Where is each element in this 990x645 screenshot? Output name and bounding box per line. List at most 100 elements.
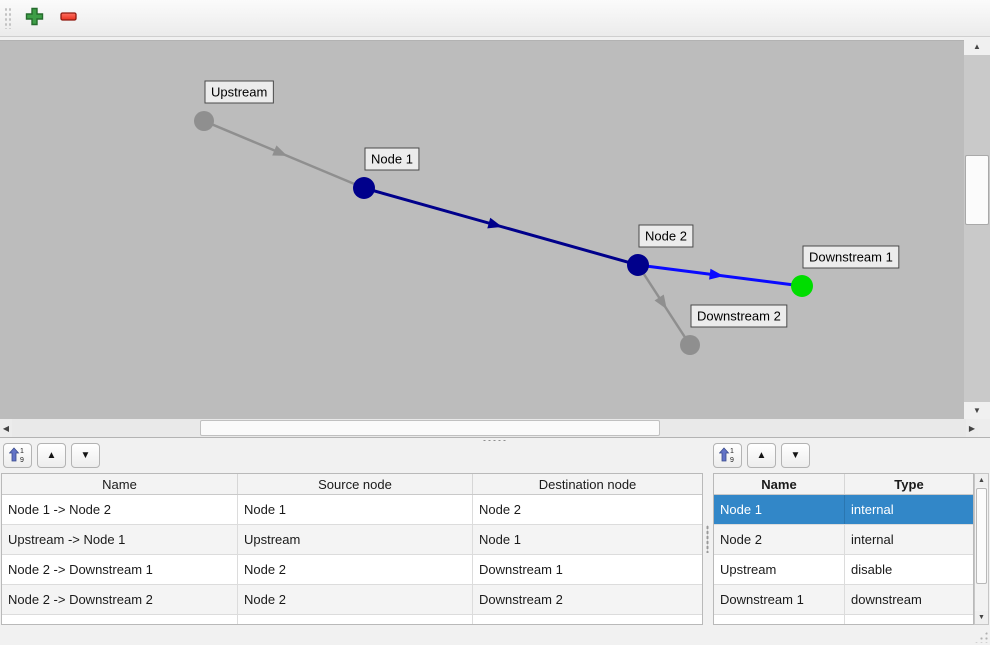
nodes-table-scrollbar[interactable]: ▲ ▼: [974, 473, 989, 625]
node-label-text: Node 1: [371, 152, 413, 167]
svg-text:1: 1: [20, 448, 24, 455]
column-header-name[interactable]: Name: [2, 474, 238, 494]
svg-text:1: 1: [730, 448, 734, 455]
edge-name-cell: Upstream -> Node 1: [2, 525, 238, 554]
column-header-type[interactable]: Type: [894, 476, 924, 492]
nodes-table: Name Type Node 1 internal Node 2 interna…: [713, 473, 974, 625]
node-label-box: [364, 147, 420, 171]
edge-arrow-icon: [272, 145, 288, 156]
graph-node-upstream[interactable]: [194, 111, 214, 131]
edge-arrow-icon: [654, 294, 667, 310]
edges-sort-button[interactable]: 1 9: [3, 443, 32, 468]
column-header-name[interactable]: Name: [714, 474, 845, 494]
splitter-handle-icon: [482, 439, 508, 442]
down-triangle-icon: ▼: [790, 450, 801, 461]
node-label-box: [690, 304, 788, 328]
table-row[interactable]: Upstream disable: [714, 555, 973, 585]
edges-table-header: Name Source node Destination node: [2, 474, 702, 495]
edge-arrow-icon: [487, 217, 503, 229]
horizontal-splitter[interactable]: [0, 437, 990, 442]
node-label-text: Node 2: [645, 229, 687, 244]
nodes-sort-button[interactable]: 1 9: [713, 443, 742, 468]
column-header-destination-node[interactable]: Destination node: [538, 476, 637, 492]
vertical-splitter[interactable]: [705, 473, 711, 625]
horizontal-scroll-thumb[interactable]: [200, 420, 660, 436]
nodes-move-down-button[interactable]: ▼: [781, 443, 810, 468]
table-row[interactable]: Node 2 -> Downstream 1 Node 2 Downstream…: [2, 555, 702, 585]
nodes-move-up-button[interactable]: ▲: [747, 443, 776, 468]
edge-source-cell: Node 1: [238, 495, 473, 524]
sort-ascending-icon: 1 9: [8, 446, 26, 466]
down-triangle-icon: ▼: [80, 450, 91, 461]
toolbar-grip[interactable]: [4, 7, 12, 29]
scroll-down-icon[interactable]: ▼: [975, 611, 988, 624]
table-row[interactable]: Node 2 internal: [714, 525, 973, 555]
nodes-table-header: Name Type: [714, 474, 973, 495]
minus-icon: [59, 7, 78, 29]
up-triangle-icon: ▲: [756, 450, 767, 461]
empty-row: [714, 615, 973, 624]
node-label-box: [638, 224, 694, 248]
graph-node-downstream-1[interactable]: [791, 275, 813, 297]
scroll-up-icon[interactable]: ▲: [975, 474, 988, 487]
splitter-handle-icon: [706, 525, 709, 553]
table-row[interactable]: Node 1 -> Node 2 Node 1 Node 2: [2, 495, 702, 525]
scroll-down-icon[interactable]: ▼: [964, 402, 990, 419]
edge-name-cell: Node 2 -> Downstream 2: [2, 585, 238, 614]
edges-toolbar: 1 9 ▲ ▼: [3, 443, 100, 468]
node-name-cell: Node 1: [714, 495, 845, 524]
node-label-box: [802, 245, 900, 269]
canvas-horizontal-scrollbar[interactable]: ◀ ▶: [0, 419, 978, 437]
graph-node-downstream-2[interactable]: [680, 335, 700, 355]
remove-button[interactable]: [54, 4, 82, 32]
edge-name-cell: Node 2 -> Downstream 1: [2, 555, 238, 584]
edge-arrow-icon: [709, 268, 724, 280]
add-button[interactable]: [20, 4, 48, 32]
edge-source-cell: Upstream: [238, 525, 473, 554]
main-toolbar: [0, 0, 990, 37]
edge-source-cell: Node 2: [238, 585, 473, 614]
node-label-text: Downstream 1: [809, 250, 893, 265]
column-header-source-node[interactable]: Source node: [238, 474, 473, 494]
vertical-scroll-thumb[interactable]: [965, 155, 989, 225]
empty-row: [2, 615, 702, 624]
canvas-vertical-scrollbar[interactable]: ▲ ▼: [964, 38, 990, 419]
sort-ascending-icon: 1 9: [718, 446, 736, 466]
node-label-box: [204, 80, 274, 104]
scroll-up-icon[interactable]: ▲: [964, 38, 990, 55]
table-row[interactable]: Node 1 internal: [714, 495, 973, 525]
node-name-cell: Downstream 1: [714, 585, 845, 614]
resize-grip[interactable]: [974, 631, 988, 643]
edges-table: Name Source node Destination node Node 1…: [1, 473, 703, 625]
edge-destination-cell: Downstream 2: [479, 592, 563, 607]
up-triangle-icon: ▲: [46, 450, 57, 461]
graph-node-node-2[interactable]: [627, 254, 649, 276]
node-name-cell: Upstream: [714, 555, 845, 584]
svg-text:9: 9: [730, 457, 734, 463]
scrollbar-corner: [978, 419, 990, 437]
node-name-cell: Node 2: [714, 525, 845, 554]
scroll-right-icon[interactable]: ▶: [966, 419, 978, 437]
scroll-left-icon[interactable]: ◀: [0, 419, 12, 437]
edges-move-up-button[interactable]: ▲: [37, 443, 66, 468]
nodes-toolbar: 1 9 ▲ ▼: [713, 443, 810, 468]
edge-name-cell: Node 1 -> Node 2: [2, 495, 238, 524]
graph-node-node-1[interactable]: [353, 177, 375, 199]
table-scroll-thumb[interactable]: [976, 488, 987, 584]
edge-source-cell: Node 2: [238, 555, 473, 584]
node-type-cell: downstream: [851, 592, 922, 607]
edge-destination-cell: Node 1: [479, 532, 521, 547]
table-row[interactable]: Downstream 1 downstream: [714, 585, 973, 615]
node-type-cell: disable: [851, 562, 893, 577]
node-label-text: Downstream 2: [697, 309, 781, 324]
node-type-cell: internal: [851, 502, 894, 517]
table-row[interactable]: Node 2 -> Downstream 2 Node 2 Downstream…: [2, 585, 702, 615]
edge-destination-cell: Downstream 1: [479, 562, 563, 577]
table-row[interactable]: Upstream -> Node 1 Upstream Node 1: [2, 525, 702, 555]
svg-text:9: 9: [20, 457, 24, 463]
node-type-cell: internal: [851, 532, 894, 547]
node-label-text: Upstream: [211, 85, 267, 100]
edge-destination-cell: Node 2: [479, 502, 521, 517]
edges-move-down-button[interactable]: ▼: [71, 443, 100, 468]
